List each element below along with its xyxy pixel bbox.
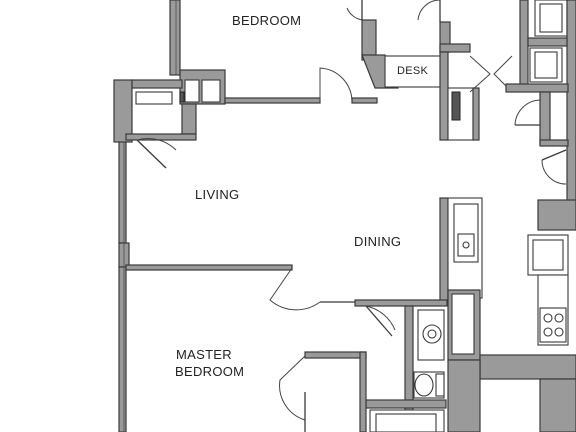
master-right-wall (279, 351, 367, 432)
lower-bath (365, 305, 447, 432)
top-right-bath (505, 0, 576, 211)
room-label-desk: DESK (397, 65, 429, 77)
room-label-living: LIVING (195, 187, 240, 202)
closet-door-left (136, 138, 177, 169)
room-label-master: MASTER (176, 347, 232, 362)
left-exterior-wall (113, 79, 133, 432)
room-label-bedroom: BEDROOM (232, 13, 302, 28)
top-left-walls (125, 0, 226, 141)
room-label-master-bedroom: BEDROOM (175, 364, 245, 379)
center-closet (439, 51, 513, 141)
room-label-dining: DINING (354, 234, 402, 249)
kitchen (439, 197, 576, 432)
desk-area (361, 19, 471, 89)
bedroom-bottom-wall (224, 67, 378, 104)
bedroom-top-doors (346, 0, 441, 22)
master-top-wall (125, 264, 448, 311)
